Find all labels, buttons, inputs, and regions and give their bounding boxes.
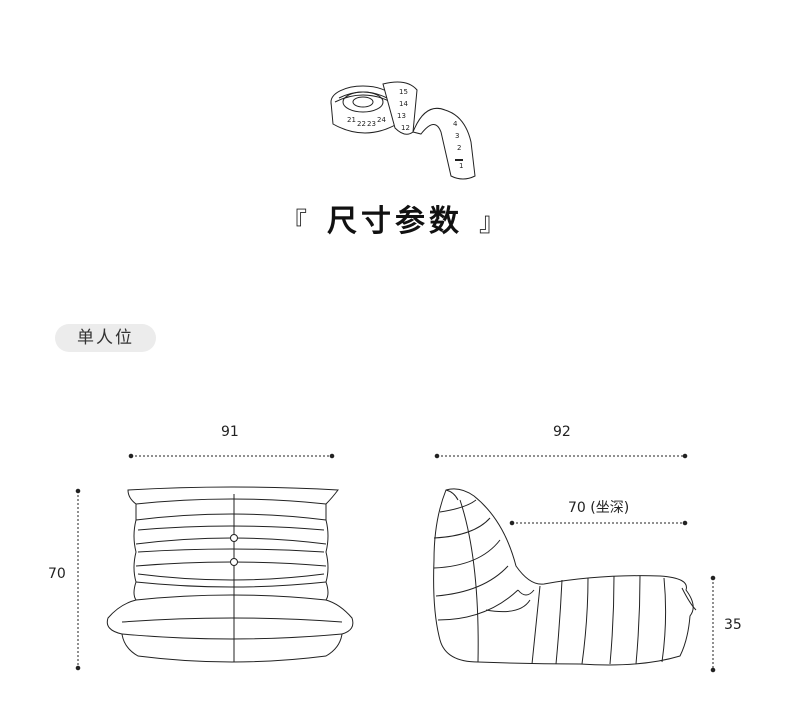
tape-mark: 21 [347,116,356,124]
tape-mark: 1 [459,162,463,170]
tape-measure-icon: 21 22 23 24 14 15 13 12 4 3 2 1 [330,81,476,180]
tape-mark: 24 [377,116,386,124]
title-left-bracket: 『 [280,208,311,238]
side-view-sofa [433,488,697,666]
side-seat-height-label: 35 [724,617,742,633]
tape-mark: 22 [357,120,366,128]
tape-mark: 3 [455,132,459,140]
tape-mark: 12 [401,124,410,132]
side-seat-depth-label: 70 (坐深) [568,500,630,516]
tape-mark: 13 [397,112,406,120]
title-right-bracket: 』 [479,208,510,238]
front-height-label: 70 [48,566,66,582]
section-title: 『尺寸参数』 [0,196,790,240]
side-depth-label: 92 [553,424,571,440]
front-width-label: 91 [221,424,239,440]
tape-mark: 4 [453,120,458,128]
tape-mark: 14 [399,100,408,108]
title-text: 尺寸参数 [327,204,463,239]
front-view-sofa [106,486,354,663]
tape-mark: 15 [399,88,408,96]
tape-mark: 2 [457,144,461,152]
variant-badge: 单人位 [55,324,156,352]
tape-mark: 23 [367,120,376,128]
